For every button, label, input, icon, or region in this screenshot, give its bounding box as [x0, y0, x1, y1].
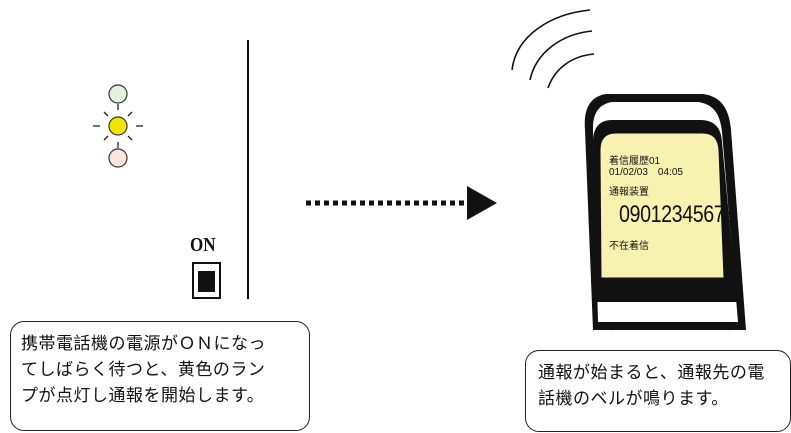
switch-on-label: ON: [190, 234, 216, 256]
callout-left-line: プが点灯し通報を開始します。: [21, 386, 265, 406]
callout-left-line: 携帯電話機の電源がＯＮになっ: [21, 334, 266, 354]
radio-waves-icon: [511, 9, 595, 89]
power-switch: [192, 262, 221, 299]
arrow-head: [467, 186, 497, 220]
red-lamp: [108, 148, 128, 168]
phone-datetime: 01/02/03 04:05: [609, 167, 683, 178]
yellow-lamp: [108, 116, 128, 136]
callout-right: 通報が始まると、通報先の電 話機のベルが鳴ります。: [525, 350, 791, 432]
callout-left: 携帯電話機の電源がＯＮになっ てしばらく待つと、黄色のラン プが点灯し通報を開始…: [10, 321, 310, 431]
phone-caller-name: 通報装置: [609, 187, 649, 198]
phone-missed-call-label: 不在着信: [609, 241, 649, 252]
phone-call-history-label: 着信履歴01: [609, 156, 661, 167]
callout-left-line: てしばらく待つと、黄色のラン: [21, 360, 266, 380]
phone-number: 09012345678: [619, 201, 735, 228]
green-lamp: [108, 84, 128, 104]
mobile-phone: [584, 94, 746, 331]
callout-right-line: 話機のベルが鳴ります。: [538, 389, 729, 409]
callout-right-line: 通報が始まると、通報先の電: [538, 363, 765, 383]
yellow-lamp-rays: [93, 104, 143, 148]
